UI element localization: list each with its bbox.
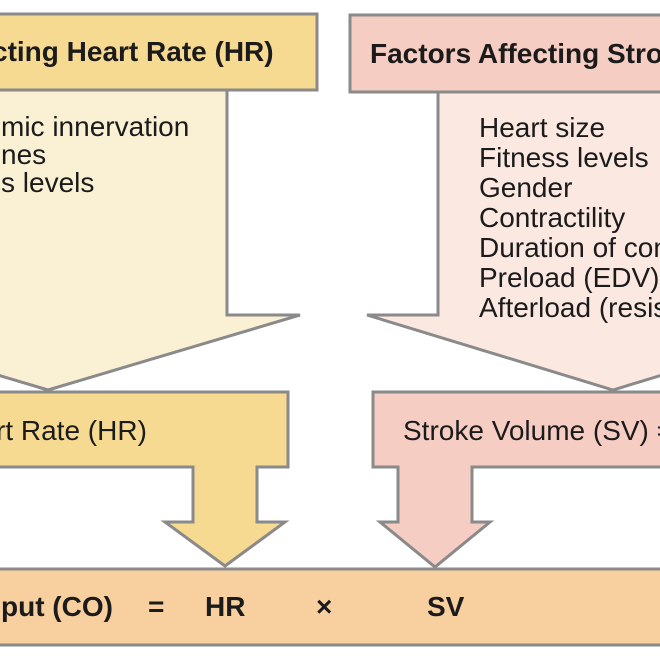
factor-item: Preload (EDV) [479, 262, 660, 293]
factor-list-stroke-volume: Heart size Fitness levels Gender Contrac… [479, 113, 660, 323]
stroke-volume-label: Stroke Volume (SV) = [403, 415, 660, 446]
factor-item: Duration of con [479, 232, 660, 263]
heart-rate-box-arrow [0, 390, 290, 568]
stroke-volume-box-arrow [371, 390, 660, 569]
equation-equals-sign: = [148, 591, 165, 622]
factor-item: Contractility [479, 202, 626, 233]
factor-item: nes [1, 139, 47, 170]
right-header-title: Factors Affecting Stro [370, 38, 660, 69]
factor-item: s levels [1, 167, 95, 198]
equation-cardiac-output: put (CO) [1, 591, 113, 622]
heart-rate-label: rt Rate (HR) [0, 415, 147, 446]
left-header-title: cting Heart Rate (HR) [0, 36, 274, 67]
right-flow-arrow [366, 84, 660, 392]
factor-item: Gender [479, 172, 573, 203]
left-flow-arrow [0, 84, 301, 392]
left-header-box [0, 12, 319, 92]
right-header-box [348, 13, 660, 94]
factor-list-heart-rate: mic innervation nes s levels [1, 113, 189, 197]
factor-item: Heart size [479, 112, 606, 143]
factor-item: Afterload (resis [479, 292, 660, 323]
equation-multiply-sign: × [316, 591, 333, 622]
equation-hr-term: HR [205, 591, 246, 622]
equation-sv-term: SV [427, 591, 465, 622]
cardiac-output-bar [0, 567, 660, 647]
factor-item: Fitness levels [479, 142, 649, 173]
factor-item: mic innervation [1, 111, 190, 142]
